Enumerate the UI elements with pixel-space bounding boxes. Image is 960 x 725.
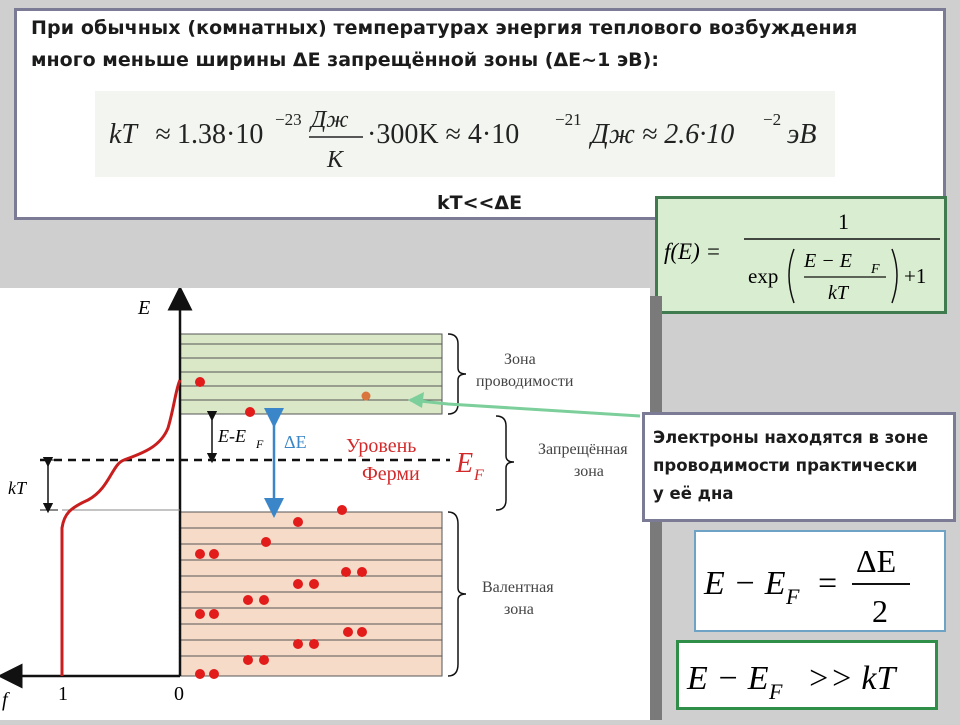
note-line-2: проводимости практически (653, 456, 918, 475)
conduction-band (179, 333, 443, 415)
ef-symbol-sub: F (473, 467, 484, 484)
formula-kt-symbol: kT (109, 119, 139, 150)
forbidden-label-2: зона (574, 463, 604, 480)
eq1-numerator: ΔE (856, 543, 896, 579)
conduction-brace (447, 333, 467, 415)
fermi-dirac-curve (60, 379, 182, 676)
fermi-dirac-formula: f(E) = 1 exp E − E F kT +1 (655, 196, 947, 314)
kt-label: kT (8, 478, 28, 498)
band-diagram: E f 1 0 kT E-E F ΔE Уровень Ферми E F Зо… (0, 285, 650, 720)
conduction-band-levels (180, 343, 442, 401)
callout-arrow (409, 398, 641, 418)
formula-coef-1: 1.38·10 (177, 119, 263, 150)
forbidden-label-1: Запрещённая (538, 441, 628, 458)
formula-middle-1: ·300K ≈ 4·10 (367, 119, 519, 150)
electrons (195, 377, 371, 679)
fermi-inner-sub: F (870, 262, 880, 277)
fermi-exp: exp (748, 264, 778, 288)
distance-much-greater-equation: E − E F >> kT (676, 640, 938, 710)
fermi-lhs: f(E) = (664, 239, 721, 264)
eq1-lhs: E − E (703, 565, 786, 602)
formula-exp-1: −23 (275, 110, 302, 129)
explanation-line-2: много меньше ширины ΔE запрещённой зоны … (31, 49, 659, 71)
formula-exp-2: −21 (555, 110, 582, 129)
tick-label-1: 1 (58, 683, 68, 705)
fermi-level-label-1: Уровень (346, 435, 416, 457)
valence-band-levels (180, 527, 442, 657)
axis-label-f: f (2, 689, 10, 711)
eq2-rhs: >> kT (807, 660, 897, 697)
formula-unit-num: Дж (309, 107, 349, 133)
fermi-level-label-2: Ферми (362, 463, 420, 485)
note-line-1: Электроны находятся в зоне (653, 428, 929, 447)
formula-middle-2: Дж ≈ 2.6·10 (588, 119, 734, 150)
e-minus-ef-sub: F (255, 437, 264, 451)
band-gap-label: ΔE (284, 432, 307, 452)
formula-exp-3: −2 (763, 110, 781, 129)
note-line-3: у её дна (653, 484, 734, 503)
fermi-plus-one: +1 (904, 264, 926, 288)
kt-much-less-than-gap: kT<<ΔE (437, 192, 523, 214)
tick-label-0: 0 (174, 683, 184, 705)
conduction-label-2: проводимости (476, 373, 574, 390)
valence-label-2: зона (504, 601, 534, 618)
electrons-note: Электроны находятся в зоне проводимости … (642, 412, 956, 522)
formula-approx-1: ≈ (155, 119, 170, 150)
conduction-label-1: Зона (504, 351, 536, 368)
explanation-line-1: При обычных (комнатных) температурах эне… (31, 17, 858, 39)
valence-brace (447, 511, 467, 677)
eq2-lhs: E − E (686, 660, 769, 697)
e-minus-ef-label: E-E (217, 426, 246, 446)
fermi-inner-denominator: kT (828, 282, 850, 304)
forbidden-brace (495, 415, 515, 511)
fermi-inner-numerator: E − E (803, 250, 852, 272)
valence-label-1: Валентная (482, 579, 554, 596)
formula-unit-den: K (326, 147, 345, 173)
fermi-numerator: 1 (838, 209, 849, 234)
explanation-box: При обычных (комнатных) температурах эне… (14, 8, 946, 220)
valence-band (179, 511, 443, 677)
axis-label-e: E (137, 297, 150, 319)
eq1-equals: = (818, 565, 837, 602)
eq2-sub: F (768, 679, 783, 704)
half-gap-equation: E − E F = ΔE 2 (694, 530, 946, 632)
eq1-denominator: 2 (872, 593, 888, 629)
thermal-energy-formula: kT ≈ 1.38·10 −23 Дж K ·300K ≈ 4·10 −21 Д… (95, 91, 835, 177)
eq1-sub: F (785, 584, 800, 609)
formula-unit-ev: эВ (787, 119, 816, 150)
ef-symbol: E (455, 448, 473, 479)
